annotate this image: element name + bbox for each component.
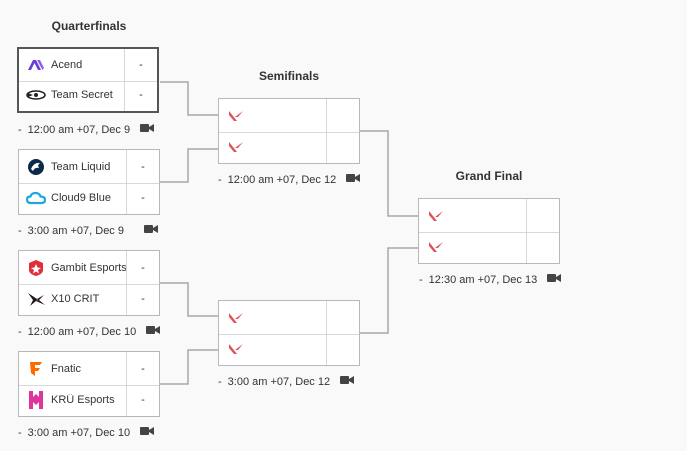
team-row[interactable]: Acend - [19,49,157,82]
team-row[interactable]: X10 CRIT - [19,282,159,315]
team-row-tbd[interactable] [219,99,359,133]
team-liquid-logo-icon [25,156,47,178]
match-qf4[interactable]: Fnatic - KRÜ Esports - [18,351,160,417]
team-row[interactable]: Fnatic - [19,352,159,386]
video-camera-icon[interactable] [140,426,155,439]
round-title-quarterfinals: Quarterfinals [51,19,127,33]
team-score [326,332,359,365]
match-meta: -3:00 am +07, Dec 9 [18,224,158,237]
fnatic-logo-icon [25,358,47,380]
match-time: 3:00 am +07, Dec 9 [27,224,124,237]
match-time: 3:00 am +07, Dec 12 [227,375,331,388]
video-camera-icon[interactable] [140,123,155,136]
video-camera-icon[interactable] [346,173,361,186]
match-meta: -12:00 am +07, Dec 12 [218,173,361,186]
match-meta: -12:00 am +07, Dec 10 [18,325,161,338]
team-row-tbd[interactable] [419,230,559,263]
team-name: Team Liquid [51,160,111,173]
match-meta: -3:00 am +07, Dec 12 [218,375,355,388]
team-score [326,301,359,334]
match-qf1[interactable]: Acend - Team Secret - [17,47,159,113]
team-score [326,99,359,132]
gambit-logo-icon [25,257,47,279]
round-title-semifinals: Semifinals [258,69,320,83]
valorant-logo-icon [425,236,447,258]
video-camera-icon[interactable] [146,325,161,338]
team-name: Cloud9 Blue [51,191,111,204]
team-row-tbd[interactable] [219,332,359,365]
team-score [526,230,559,263]
video-camera-icon[interactable] [547,273,562,286]
team-score: - [126,282,159,315]
valorant-logo-icon [225,105,247,127]
match-qf3[interactable]: Gambit Esports - X10 CRIT - [18,250,160,316]
team-score: - [126,383,159,416]
team-score: - [126,150,159,183]
team-row[interactable]: Team Secret - [19,79,157,111]
team-secret-logo-icon [25,84,47,106]
team-row[interactable]: KRÜ Esports - [19,383,159,416]
match-sf2[interactable] [218,300,360,366]
team-row-tbd[interactable] [219,130,359,163]
video-camera-icon[interactable] [340,375,355,388]
x10-crit-logo-icon [25,288,47,310]
match-time: 12:00 am +07, Dec 10 [27,325,137,338]
cloud9-logo-icon [25,187,47,209]
team-name: Gambit Esports [51,261,127,274]
valorant-logo-icon [225,136,247,158]
match-meta: -3:00 am +07, Dec 10 [18,426,155,439]
team-score: - [126,352,159,385]
match-time: 12:00 am +07, Dec 9 [27,123,131,136]
team-row[interactable]: Gambit Esports - [19,251,159,285]
round-title-grand-final: Grand Final [455,169,523,183]
match-time: 12:30 am +07, Dec 13 [428,273,538,286]
valorant-logo-icon [225,307,247,329]
match-meta: -12:30 am +07, Dec 13 [419,273,562,286]
kru-logo-icon [25,389,47,411]
match-grand-final[interactable] [418,198,560,264]
match-time: 12:00 am +07, Dec 12 [227,173,337,186]
valorant-logo-icon [425,205,447,227]
team-name: Team Secret [51,89,113,101]
team-name: X10 CRIT [51,292,100,305]
team-score: - [126,181,159,214]
match-qf2[interactable]: Team Liquid - Cloud9 Blue - [18,149,160,215]
team-score: - [124,79,157,111]
team-score: - [126,251,159,284]
team-row-tbd[interactable] [219,301,359,335]
team-name: KRÜ Esports [51,393,115,406]
valorant-logo-icon [225,338,247,360]
team-name: Acend [51,59,83,71]
match-meta: -12:00 am +07, Dec 9 [18,123,155,136]
team-row[interactable]: Team Liquid - [19,150,159,184]
team-row[interactable]: Cloud9 Blue - [19,181,159,214]
acend-logo-icon [25,54,47,76]
team-score [326,130,359,163]
match-sf1[interactable] [218,98,360,164]
team-score: - [124,49,157,81]
team-row-tbd[interactable] [419,199,559,233]
video-camera-icon[interactable] [143,224,158,237]
team-score [526,199,559,232]
team-name: Fnatic [51,362,81,375]
match-time: 3:00 am +07, Dec 10 [27,426,131,439]
